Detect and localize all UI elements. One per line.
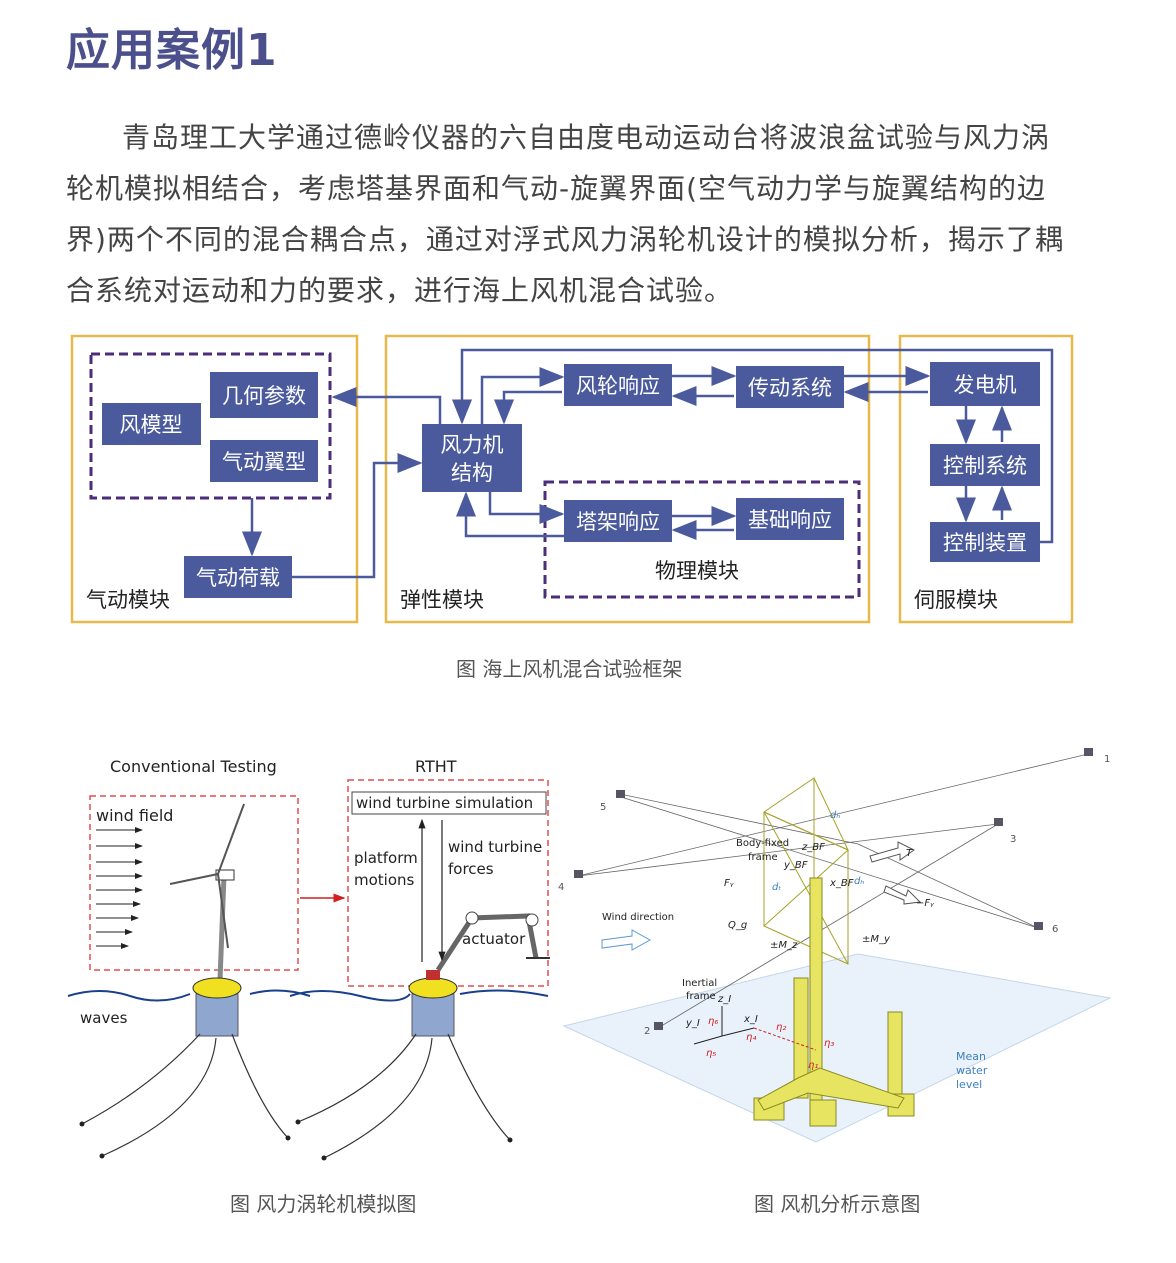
label-wind-direction: Wind direction (602, 912, 674, 923)
box-wind-model: 风模型 (120, 413, 183, 437)
label-xbf: x_BF (829, 878, 854, 889)
label-simulation: wind turbine simulation (356, 794, 533, 812)
label-zbf: z_BF (801, 842, 825, 853)
label-platform-2: motions (354, 871, 415, 889)
analysis-figure: 1 2 3 4 5 6 Wind direction Body-fixed fr… (558, 748, 1112, 1143)
box-geometry: 几何参数 (222, 384, 306, 408)
label-wind-field: wind field (96, 806, 173, 825)
label-rtht: RTHT (415, 757, 457, 776)
simulation-caption: 图 风力涡轮机模拟图 (230, 1192, 417, 1216)
framework-caption: 图 海上风机混合试验框架 (456, 657, 683, 681)
box-structure-line2: 结构 (451, 461, 493, 485)
box-control-device: 控制装置 (943, 531, 1027, 555)
label-platform-1: platform (354, 849, 418, 867)
camera-5: 5 (600, 802, 606, 813)
box-structure-line1: 风力机 (441, 433, 504, 457)
box-rotor: 风轮响应 (576, 374, 660, 398)
label-dh2: dₕ (854, 876, 864, 887)
framework-diagram: 风模型 几何参数 气动翼型 气动荷载 风力机 结构 风轮响应 传动系统 塔架响应… (70, 334, 1074, 624)
label-forces-2: forces (448, 860, 494, 878)
label-Qg: Q_g (728, 920, 747, 931)
elastic-module-frame (384, 334, 871, 624)
page-title: 应用案例1 (66, 25, 278, 76)
simulation-figure: Conventional Testing RTHT wind field win… (67, 757, 550, 1161)
label-eta1: η₁ (808, 1060, 818, 1071)
label-eta3: η₃ (824, 1038, 834, 1049)
aero-module-frame (70, 334, 359, 624)
label-eta4: η₄ (746, 1032, 756, 1043)
label-My: ±M_y (862, 934, 891, 945)
box-airfoil: 气动翼型 (222, 450, 306, 474)
camera-3: 3 (1010, 834, 1016, 845)
label-mean-1: Mean (956, 1050, 986, 1063)
label-actuator: actuator (462, 930, 526, 948)
label-negFy: −Fᵧ (916, 898, 934, 909)
label-servo-module: 伺服模块 (914, 588, 998, 612)
label-forces-1: wind turbine (448, 838, 542, 856)
intro-paragraph: 青岛理工大学通过德岭仪器的六自由度电动运动台将波浪盆试验与风力涡轮机模拟相结合，… (66, 121, 1064, 307)
label-mean-3: level (956, 1078, 982, 1091)
label-body-fixed-1: Body-fixed (736, 838, 789, 849)
label-eta5: η₅ (706, 1048, 716, 1059)
servo-module-frame (898, 334, 1074, 624)
label-aero-module: 气动模块 (86, 588, 170, 612)
label-physical-module: 物理模块 (655, 559, 739, 583)
box-generator: 发电机 (954, 373, 1017, 397)
label-conventional: Conventional Testing (110, 757, 277, 776)
aero-dashed-group (89, 352, 332, 500)
camera-4: 4 (558, 882, 564, 893)
camera-1: 1 (1104, 754, 1110, 765)
box-control-system: 控制系统 (943, 454, 1027, 478)
label-body-fixed-2: frame (748, 852, 778, 863)
physical-dashed-group (543, 480, 861, 599)
box-foundation: 基础响应 (748, 508, 832, 532)
box-drivetrain: 传动系统 (748, 376, 832, 400)
label-eta6: η₆ (708, 1016, 718, 1027)
label-mean-2: water (956, 1064, 988, 1077)
camera-6: 6 (1052, 924, 1058, 935)
label-inertial-1: Inertial (682, 978, 717, 989)
label-eta2: η₂ (776, 1022, 786, 1033)
camera-2: 2 (644, 1026, 650, 1037)
label-Mz: ±M_z (770, 940, 798, 951)
analysis-caption: 图 风机分析示意图 (754, 1192, 921, 1216)
label-dt: dₜ (772, 882, 781, 893)
label-T: T (906, 848, 913, 859)
label-dh: dₕ (830, 810, 840, 821)
label-inertial-2: frame (686, 991, 716, 1002)
label-xI: x_I (743, 1014, 758, 1025)
label-zI: z_I (717, 994, 731, 1005)
label-ybf: y_BF (783, 860, 808, 871)
label-elastic-module: 弹性模块 (400, 588, 484, 612)
label-waves: waves (80, 1009, 128, 1027)
label-yI: y_I (685, 1018, 700, 1029)
label-Fy: Fᵧ (724, 878, 734, 889)
box-aero-load: 气动荷载 (196, 566, 280, 590)
box-tower: 塔架响应 (576, 510, 660, 534)
